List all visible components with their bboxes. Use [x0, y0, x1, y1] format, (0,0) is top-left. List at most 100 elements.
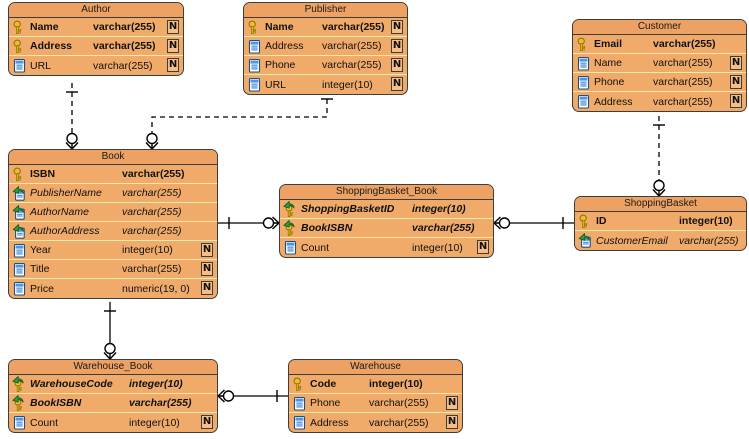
nullable-badge: N — [446, 396, 458, 410]
key-icon — [247, 18, 263, 37]
nullable-badge: N — [391, 20, 403, 34]
column-type: varchar(255) — [322, 40, 382, 52]
column-icon — [576, 54, 592, 73]
column-type: varchar(255) — [93, 59, 153, 72]
nullable-badge: N — [477, 240, 489, 254]
column-row[interactable]: WarehouseCode integer(10) — [9, 375, 217, 394]
column-name: WarehouseCode — [30, 378, 113, 390]
entity-title: Publisher — [244, 3, 407, 18]
column-icon — [247, 37, 263, 56]
entity-title: Book — [9, 150, 217, 165]
column-name: URL — [30, 59, 52, 72]
column-name: Title — [30, 263, 50, 275]
key-icon — [292, 375, 308, 394]
column-name: Email — [594, 38, 623, 50]
column-name: Name — [594, 57, 623, 69]
foreign-key-icon — [12, 184, 28, 203]
column-type: integer(10) — [122, 244, 173, 256]
column-name: ISBN — [30, 168, 56, 180]
column-row[interactable]: Count integer(10) N — [280, 238, 493, 257]
column-name: Address — [594, 95, 633, 108]
column-icon — [292, 413, 308, 432]
column-icon — [283, 238, 299, 257]
column-row[interactable]: PublisherName varchar(255) — [9, 184, 217, 203]
column-row[interactable]: ShoppingBasketID integer(10) — [280, 200, 493, 219]
column-icon — [247, 75, 263, 94]
column-type: varchar(255) — [93, 21, 156, 33]
column-icon — [12, 413, 28, 432]
foreign-key-icon — [12, 203, 28, 222]
column-name: ShoppingBasketID — [301, 203, 395, 215]
column-type: integer(10) — [412, 241, 463, 254]
relationship-customer-shoppingbasket — [652, 116, 666, 197]
column-type: varchar(255) — [122, 187, 182, 199]
relationship-shoppingbasket-sbbook — [493, 216, 574, 230]
pk-fk-icon — [283, 219, 299, 238]
column-type: integer(10) — [322, 78, 373, 91]
column-row[interactable]: Name varchar(255) N — [244, 18, 407, 37]
relationship-book-warehousebook — [103, 302, 117, 360]
column-type: varchar(255) — [653, 76, 713, 88]
column-name: AuthorName — [30, 206, 89, 218]
key-icon — [12, 165, 28, 184]
column-name: PublisherName — [30, 187, 102, 199]
column-icon — [12, 241, 28, 260]
entity-title: Customer — [573, 20, 746, 35]
column-type: varchar(255) — [322, 21, 385, 33]
column-name: Name — [265, 21, 294, 33]
column-name: BookISBN — [301, 222, 353, 234]
entity-title: ShoppingBasket_Book — [280, 185, 493, 200]
column-name: Count — [301, 241, 330, 254]
column-name: Address — [30, 40, 73, 52]
column-type: integer(10) — [412, 203, 466, 215]
column-type: varchar(255) — [369, 416, 429, 429]
nullable-badge: N — [730, 56, 742, 70]
key-icon — [576, 35, 592, 54]
relationship-publisher-book — [145, 90, 333, 150]
column-type: varchar(255) — [369, 397, 429, 409]
column-icon — [247, 56, 263, 75]
column-name: AuthorAddress — [30, 225, 100, 237]
column-type: integer(10) — [129, 378, 183, 390]
column-icon — [12, 279, 28, 298]
key-icon — [12, 37, 28, 56]
